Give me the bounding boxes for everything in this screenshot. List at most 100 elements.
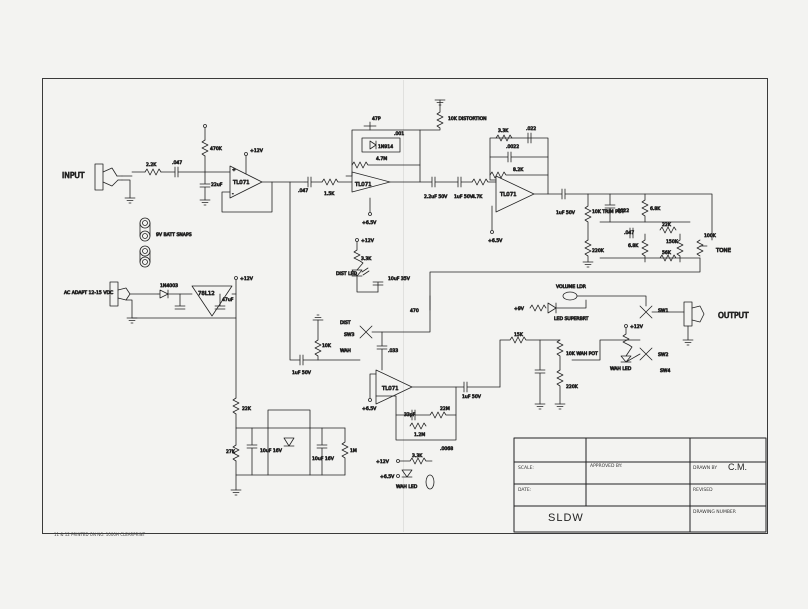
ground-symbol: [554, 403, 566, 410]
diode-box: [361, 137, 401, 153]
resistor-2k2: [144, 168, 162, 176]
resistor-27k: [232, 444, 240, 462]
input-label: INPUT: [62, 171, 85, 180]
wire: [576, 295, 647, 307]
resistor-470: [529, 304, 547, 312]
feedback-wire: [221, 181, 273, 213]
capacitor-47p: [363, 121, 377, 131]
volume-ldr-label: VOLUME LDR: [556, 284, 587, 290]
output-jack-contact: [691, 305, 705, 323]
c-033-label: .033: [388, 348, 398, 354]
feedback-loop: [345, 129, 421, 183]
drawn-by-value: C.M.: [728, 462, 747, 472]
resistor-4k7: [471, 178, 497, 186]
wire: [371, 295, 431, 333]
terminal: [396, 474, 400, 478]
ground-symbol: [312, 314, 324, 321]
capacitor-1u: [457, 176, 473, 188]
terminal: [203, 124, 207, 128]
r-4k7-label: 4.7K: [472, 194, 483, 200]
capacitor-1u-c: [299, 354, 361, 366]
c-22uf-label: 22uF: [211, 182, 223, 188]
paper-fold: [403, 80, 404, 532]
v12-a-label: +12V: [250, 148, 264, 154]
output-jack: [683, 301, 693, 327]
capacitor-10uf: [246, 427, 258, 476]
sw2-label: SW2: [658, 352, 668, 358]
resistor-6k8b: [641, 233, 649, 263]
switch-sw2: [639, 347, 653, 361]
sw3-label: SW3: [344, 332, 354, 338]
capacitor-047c: [629, 227, 634, 239]
terminal: [490, 230, 494, 234]
diode-1n914: [369, 140, 377, 150]
r-2k2-label: 2.2K: [146, 162, 157, 168]
resistor-3k3: [353, 241, 364, 271]
opamp-plus: +: [232, 167, 236, 173]
drawn-by-label: DRAWN BY: [693, 466, 718, 471]
resistor-8k2: [489, 171, 549, 179]
v65-a-label: +6.5V: [362, 220, 377, 226]
capacitor-1u-d: [411, 381, 501, 393]
trim-pot: [584, 193, 592, 241]
drawing-title: SLDW: [548, 512, 584, 524]
r-3k3-wah-label: 3.3K: [412, 453, 423, 459]
c-0022b-label: .0022: [616, 208, 629, 214]
ground-symbol: [682, 325, 694, 346]
ground-symbol: [582, 261, 594, 268]
c-022-label: .022: [526, 126, 536, 132]
title-block: [513, 437, 767, 533]
ac-adapter-label: AC ADAPT 12-15 VDC: [64, 290, 113, 296]
c-2u2-label: 2.2uF 50V: [424, 194, 448, 200]
d-1n914-label: 1N914: [378, 144, 393, 150]
input-jack: [94, 163, 133, 199]
revised-label: REVISED: [693, 488, 713, 493]
trim-pot-label: 10K TRIM POT: [592, 209, 624, 215]
capacitor-supply: [214, 293, 226, 310]
r-22k2-label: 22K: [662, 222, 672, 228]
sw1-label: SW1: [658, 308, 668, 314]
output-label: OUTPUT: [718, 311, 749, 320]
wah-led-label: WAH LED: [610, 366, 632, 372]
r-22k-bias-label: 22K: [242, 406, 252, 412]
resistor-22m: [395, 411, 457, 419]
resistor-1k5: [321, 178, 353, 186]
c-47uf-label: 47uF: [222, 297, 234, 303]
resistor-3k3-wah: [399, 457, 433, 465]
wire: [356, 275, 379, 293]
r-3k3b-label: 3.3K: [498, 128, 509, 134]
led-wah-2: [401, 469, 413, 478]
r-4m7-label: 4.7M: [376, 156, 387, 162]
zener-diode: [283, 437, 295, 447]
capacitor-2u2: [389, 176, 459, 188]
c-0068-label: .0068: [440, 446, 453, 452]
approved-label: APPROVED BY:: [590, 464, 623, 469]
sw-wah-label: WAH: [340, 348, 351, 354]
resistor-6k8: [641, 193, 649, 223]
c-10uf-label: 10uF 35V: [388, 276, 411, 282]
dist-led-label: DIST LED: [336, 271, 358, 277]
capacitor-047: [174, 166, 179, 178]
resistor-470k: [201, 139, 209, 157]
opamp-4-label: TL071: [381, 386, 399, 392]
resistor-220k-b: [556, 369, 564, 405]
v12-d-label: +12V: [630, 324, 644, 330]
battery-snaps: [139, 217, 151, 268]
capacitor-22uf: [199, 171, 211, 201]
capacitor-0022b: [604, 193, 616, 223]
v65-c-label: +6.5V: [362, 406, 377, 412]
ground-symbol: [124, 197, 136, 204]
resistor-10k-sw: [314, 319, 322, 361]
c-1ub-label: 1uF 50V: [556, 210, 576, 216]
v12-b-label: +12V: [240, 276, 254, 282]
r-56-label: 56K: [662, 250, 672, 256]
led-superbrt-label: LED SUPERBRT: [554, 316, 589, 322]
r-8k2-label: 8.2K: [513, 167, 524, 173]
bias-rails: [235, 427, 346, 476]
opamp-4: [375, 369, 413, 405]
opamp-2-label: TL071: [354, 182, 372, 188]
resistor-56k: [599, 254, 701, 262]
r-150k-label: 150K: [666, 239, 679, 245]
r-3k3-label: 3.3K: [361, 256, 372, 262]
